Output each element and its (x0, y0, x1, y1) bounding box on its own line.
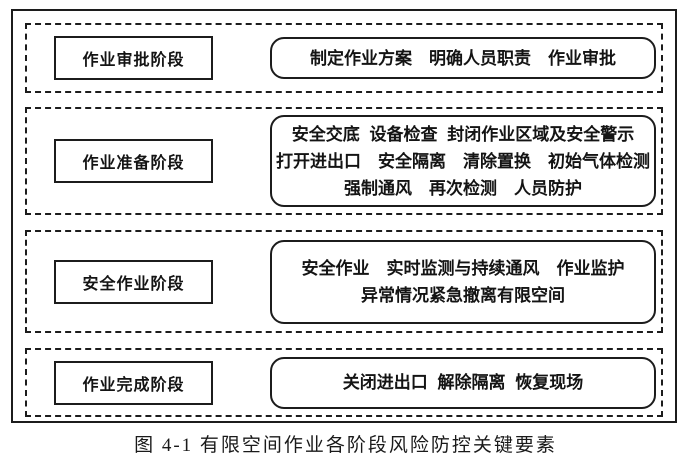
stage-content-box: 安全作业 实时监测与持续通风 作业监护 异常情况紧急撤离有限空间 (270, 239, 656, 324)
content-line: 安全作业 实时监测与持续通风 作业监护 (301, 258, 625, 278)
stage-row-approval: 作业审批阶段 制定作业方案 明确人员职责 作业审批 (25, 23, 663, 93)
stage-content-box: 制定作业方案 明确人员职责 作业审批 (270, 37, 656, 79)
stage-label-box: 安全作业阶段 (54, 259, 213, 304)
stage-row-completion: 作业完成阶段 关闭进出口 解除隔离 恢复现场 (25, 348, 663, 417)
stage-row-safe-operation: 安全作业阶段 安全作业 实时监测与持续通风 作业监护 异常情况紧急撤离有限空间 (25, 230, 663, 333)
content-line: 制定作业方案 明确人员职责 作业审批 (310, 48, 616, 68)
content-line: 强制通风 再次检测 人员防护 (344, 178, 582, 198)
stage-content-box: 安全交底 设备检查 封闭作业区域及安全警示 打开进出口 安全隔离 清除置换 初始… (270, 115, 656, 207)
stage-label-box: 作业审批阶段 (54, 36, 213, 80)
figure-caption: 图 4-1 有限空间作业各阶段风险防控关键要素 (134, 435, 557, 456)
stage-label-box: 作业完成阶段 (54, 360, 213, 405)
content-line: 关闭进出口 解除隔离 恢复现场 (342, 373, 584, 392)
content-line: 安全交底 设备检查 封闭作业区域及安全警示 (291, 124, 635, 144)
stage-content-box: 关闭进出口 解除隔离 恢复现场 (270, 356, 656, 409)
content-line: 异常情况紧急撤离有限空间 (361, 285, 565, 305)
stage-label-box: 作业准备阶段 (54, 139, 213, 183)
diagram-outer-frame: 作业审批阶段 制定作业方案 明确人员职责 作业审批 作业准备阶段 安全交底 设备… (11, 9, 677, 423)
content-line: 打开进出口 安全隔离 清除置换 初始气体检测 (276, 151, 650, 171)
stage-row-preparation: 作业准备阶段 安全交底 设备检查 封闭作业区域及安全警示 打开进出口 安全隔离 … (25, 107, 663, 215)
